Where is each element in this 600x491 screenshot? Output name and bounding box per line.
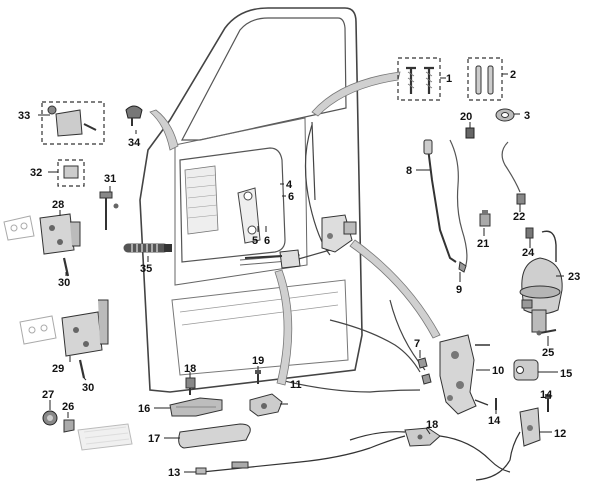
callout-23: 23 xyxy=(568,271,580,283)
part-16-arm-rest xyxy=(169,397,223,417)
callout-26: 26 xyxy=(62,401,74,413)
callout-1: 1 xyxy=(446,73,452,85)
part-2-pins xyxy=(467,57,503,101)
callout-8: 8 xyxy=(406,165,412,177)
part-26-clip xyxy=(63,419,75,433)
callout-2: 2 xyxy=(510,69,516,81)
door-latch-assembly xyxy=(321,214,357,253)
callout-6-upper: 6 xyxy=(288,191,294,203)
callout-21: 21 xyxy=(477,238,489,250)
callout-5: 5 xyxy=(252,235,258,247)
regulator-bracket xyxy=(237,187,261,244)
part-29-lower-hinge xyxy=(61,299,109,357)
part-30-bolt-upper xyxy=(62,257,70,277)
callout-14-right: 14 xyxy=(540,389,553,401)
part-32-bumper xyxy=(57,159,85,187)
part-13-cable xyxy=(195,435,406,475)
callout-24: 24 xyxy=(522,247,535,259)
inside-lock-rod xyxy=(449,139,468,269)
callout-25: 25 xyxy=(542,347,554,359)
part-12-outside-latch xyxy=(475,407,541,481)
part-9-clip xyxy=(458,261,467,273)
leader-lines xyxy=(38,73,564,473)
callout-18-right: 18 xyxy=(426,419,438,431)
callout-30-upper: 30 xyxy=(58,277,70,289)
callout-3: 3 xyxy=(524,110,530,122)
callout-22: 22 xyxy=(513,211,525,223)
callout-11: 11 xyxy=(290,379,302,391)
callout-4: 4 xyxy=(286,179,293,191)
part-20-clip xyxy=(465,127,475,139)
part-15-bumper xyxy=(513,359,539,381)
callout-28: 28 xyxy=(52,199,64,211)
part-33-check-strap xyxy=(41,101,105,145)
callout-27: 27 xyxy=(42,389,54,401)
callout-20: 20 xyxy=(460,111,472,123)
hinge-gasket-upper xyxy=(3,215,35,241)
callout-14-left: 14 xyxy=(488,415,501,427)
part-17-pull-handle xyxy=(178,423,251,449)
part-18-screw-bottom xyxy=(185,377,196,395)
inner-handle-mechanism xyxy=(244,249,301,269)
part-35-weatherstrip xyxy=(123,243,172,253)
part-10-latch xyxy=(439,334,490,415)
callout-7: 7 xyxy=(414,338,420,350)
part-1-bolts xyxy=(397,57,441,101)
callout-33: 33 xyxy=(18,110,30,122)
part-23-actuator xyxy=(519,230,563,333)
callout-12: 12 xyxy=(554,428,566,440)
part-18-remote-control xyxy=(349,427,511,473)
part-31-pin xyxy=(99,191,119,230)
part-22-clip xyxy=(516,193,526,205)
part-8-lock-rod xyxy=(423,139,457,263)
part-34-plug xyxy=(125,105,143,126)
callout-labels: 1 2 3 20 8 9 21 22 24 23 25 15 10 12 14 … xyxy=(18,69,580,479)
callout-13: 13 xyxy=(168,467,180,479)
callout-19: 19 xyxy=(252,355,264,367)
callout-10: 10 xyxy=(492,365,504,377)
hinge-gasket-lower xyxy=(19,315,57,345)
part-11-inside-handle xyxy=(249,393,283,417)
callout-31: 31 xyxy=(104,173,116,185)
reflector-lens xyxy=(77,423,133,451)
part-19-screw xyxy=(255,370,261,384)
part-7-clip xyxy=(417,357,432,385)
part-30-bolt-lower xyxy=(78,359,86,379)
part-21-clip xyxy=(479,210,491,227)
part-25-screw xyxy=(536,329,557,336)
callout-16: 16 xyxy=(138,403,150,415)
part-3-grommet xyxy=(495,108,515,122)
callout-18-left: 18 xyxy=(184,363,196,375)
callout-29: 29 xyxy=(52,363,64,375)
part-28-upper-hinge xyxy=(39,213,81,255)
callout-35: 35 xyxy=(140,263,152,275)
callout-6-lower: 6 xyxy=(264,235,270,247)
callout-30-lower: 30 xyxy=(82,382,94,394)
outside-handle-rod xyxy=(501,141,521,193)
part-24-clip xyxy=(525,227,534,239)
part-27-lock-cylinder xyxy=(42,410,58,426)
pointer-arrows xyxy=(149,71,441,386)
callout-17: 17 xyxy=(148,433,160,445)
callout-34: 34 xyxy=(128,137,141,149)
callout-9: 9 xyxy=(456,284,462,296)
callout-15: 15 xyxy=(560,368,572,380)
callout-32: 32 xyxy=(30,167,42,179)
